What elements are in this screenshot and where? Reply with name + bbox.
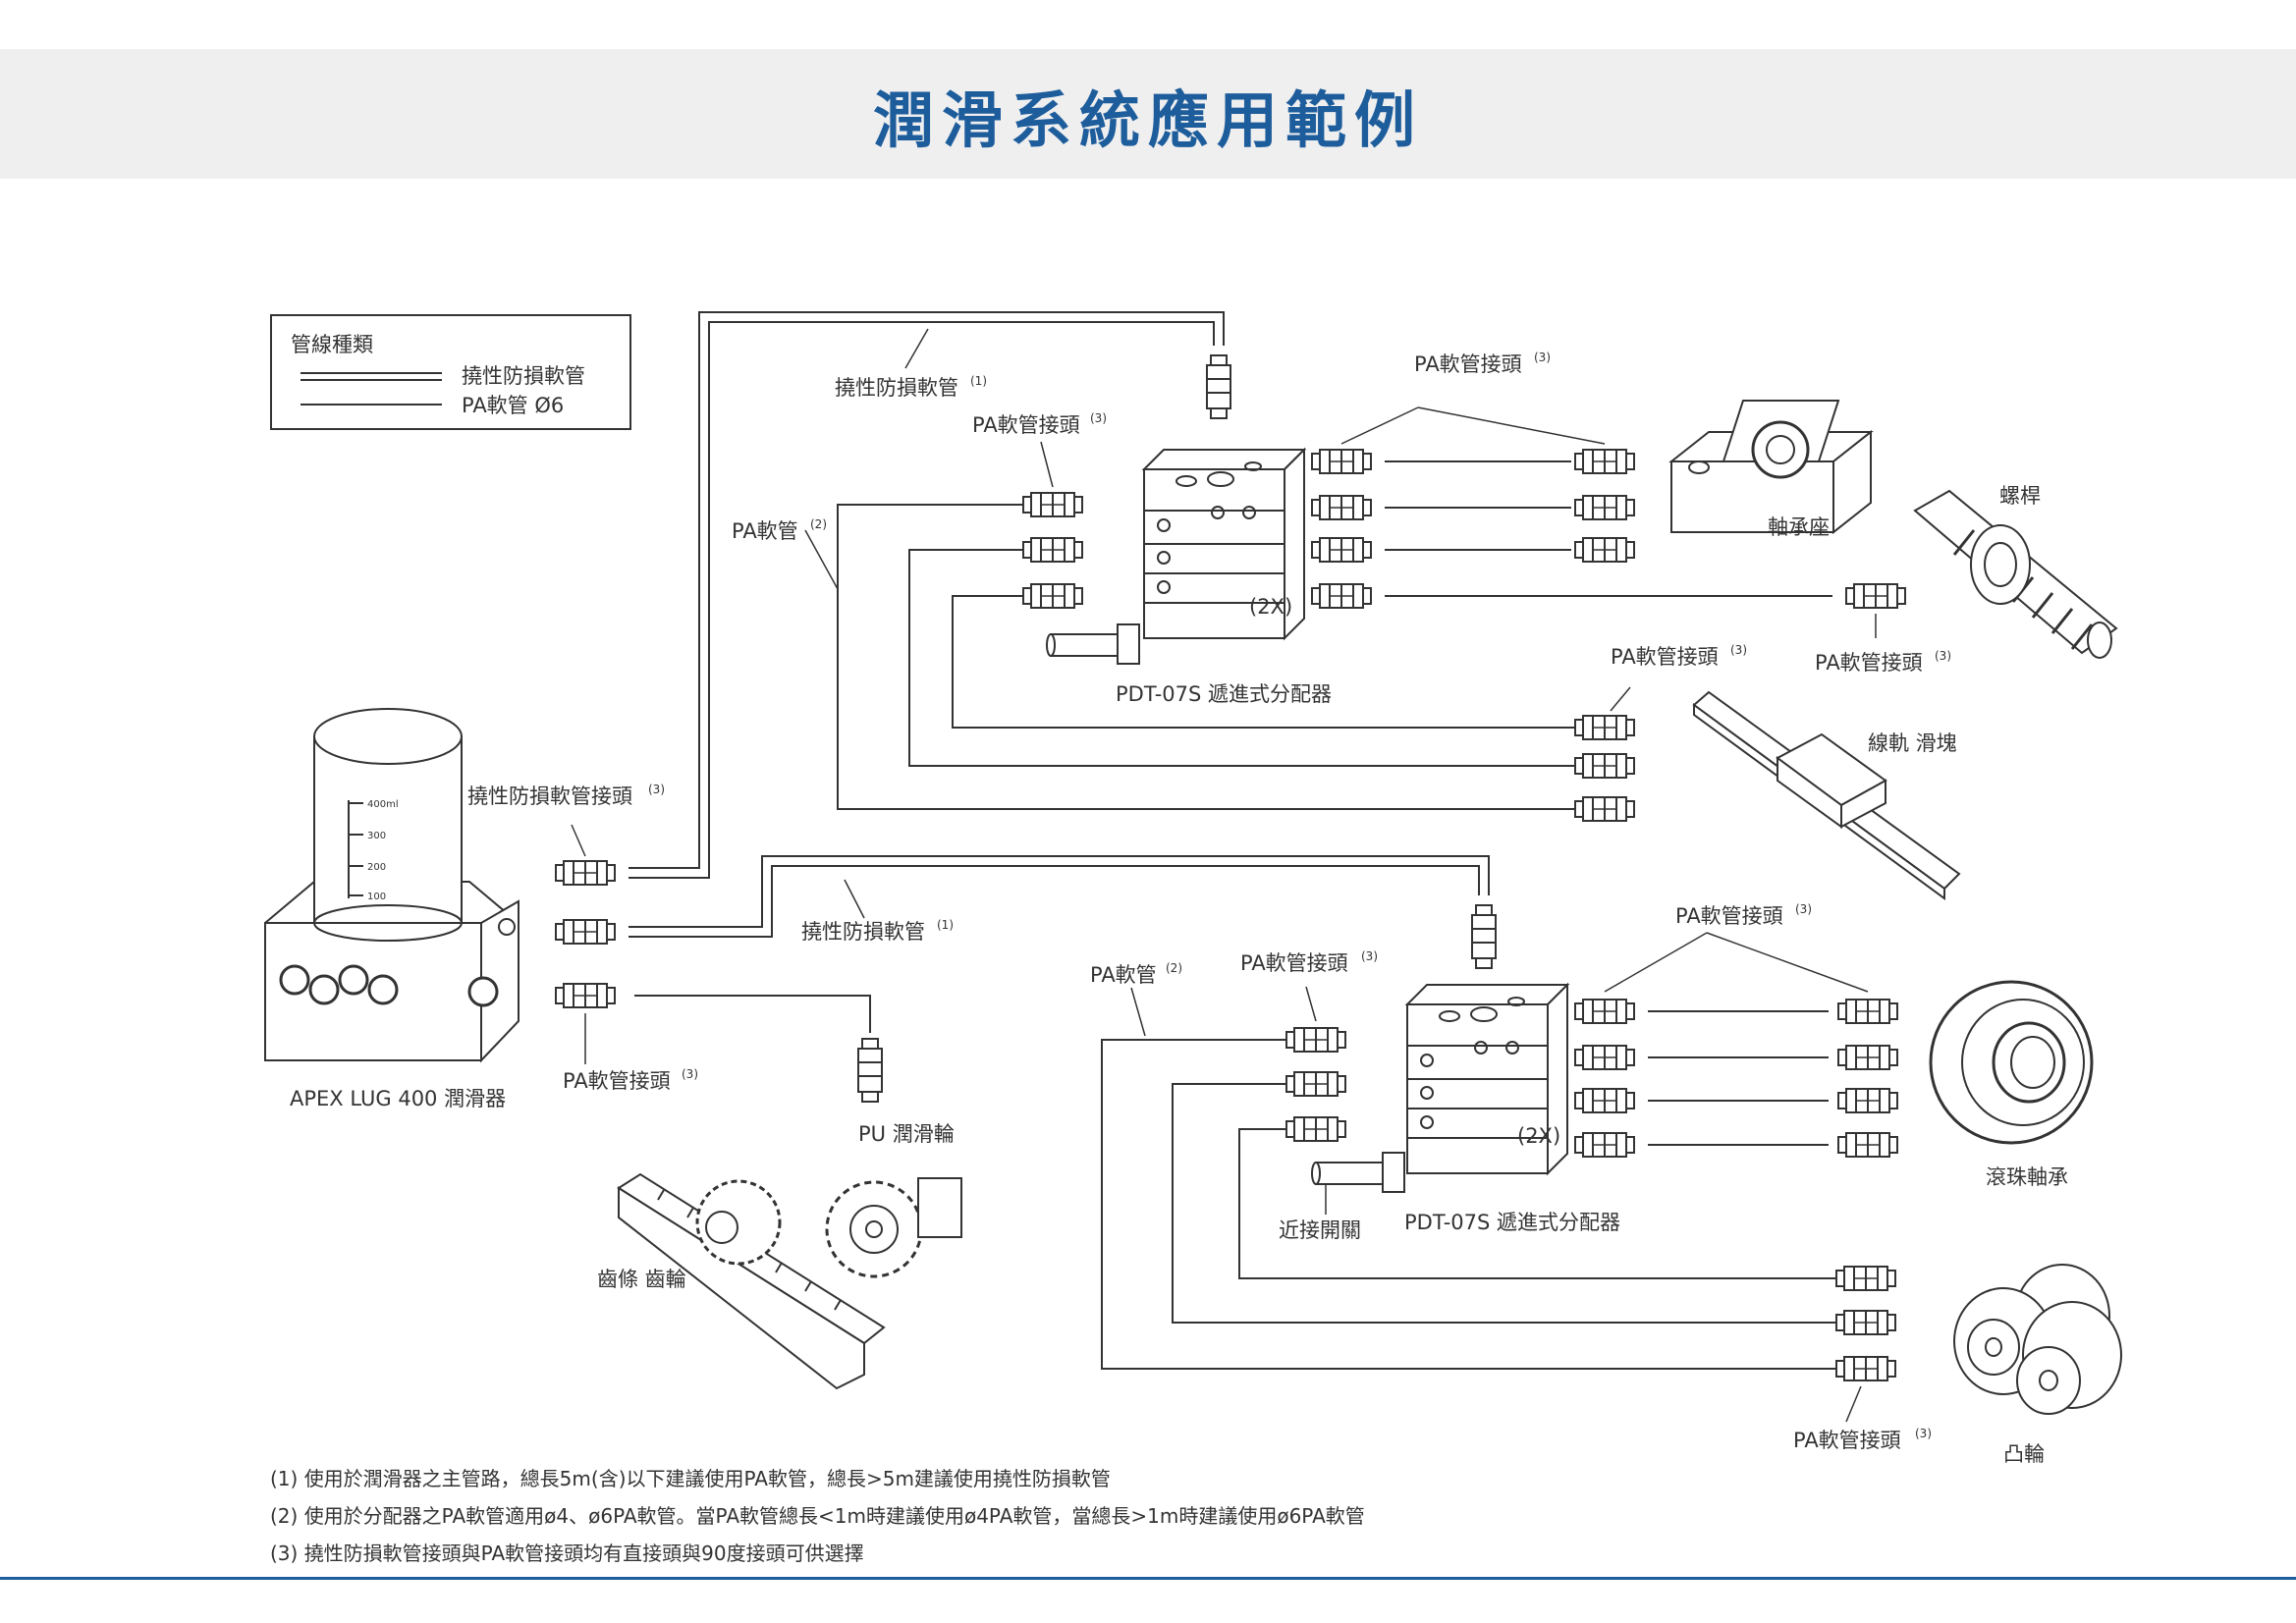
leader-lines	[571, 328, 1877, 1423]
sup-pa-hose-upper: (2)	[810, 517, 827, 531]
label-flex-joint: 撓性防損軟管接頭	[467, 784, 632, 808]
cam-image	[1953, 1264, 2122, 1415]
title-bar	[0, 49, 2296, 179]
label-cam: 凸輪	[2003, 1442, 2045, 1466]
sup-pa-hose-lower: (2)	[1166, 961, 1182, 975]
footnote-3: (3) 撓性防損軟管接頭與PA軟管接頭均有直接頭與90度接頭可供選擇	[270, 1542, 864, 1565]
label-pa-joint-mid: PA軟管接頭	[1611, 645, 1719, 669]
sup-pa-joint-bottom: (3)	[1915, 1427, 1932, 1440]
label-divider-lower: PDT-07S 遞進式分配器	[1404, 1211, 1620, 1234]
tank-scale-400: 400ml	[367, 799, 399, 810]
bearing-block-image	[1668, 400, 1874, 535]
flex-hose-middle	[629, 855, 1490, 938]
label-pa-hose-lower: PA軟管	[1090, 963, 1157, 987]
label-pa-joint-bottom: PA軟管接頭	[1793, 1429, 1901, 1452]
label-pa-joint-lower-left: PA軟管接頭	[1240, 951, 1348, 975]
label-pa-hose-upper: PA軟管	[732, 519, 798, 543]
label-pa-joint-top-right: PA軟管接頭	[1414, 352, 1522, 376]
pu-wheel-fitting	[857, 1038, 883, 1103]
legend-heading: 管線種類	[291, 333, 373, 356]
label-flex-hose-top: 撓性防損軟管	[835, 376, 958, 400]
bottom-rule	[0, 1577, 2296, 1580]
label-pa-joint-pump: PA軟管接頭	[563, 1069, 671, 1093]
label-screw: 螺桿	[1999, 484, 2041, 508]
page-title: 潤滑系統應用範例	[872, 84, 1423, 156]
label-rack-gear: 齒條 齒輪	[597, 1268, 686, 1291]
sup-pa-joint-mid: (3)	[1730, 643, 1747, 657]
legend-single-line-label: PA軟管 Ø6	[462, 394, 564, 417]
tank-scale-300: 300	[367, 831, 386, 841]
label-pa-joint-screw: PA軟管接頭	[1815, 651, 1923, 675]
label-ball-bearing: 滾珠軸承	[1986, 1165, 2068, 1189]
flex-fitting-upper-distributor	[1206, 354, 1231, 419]
flex-hose-upper	[629, 311, 1225, 879]
pa-hose-pu-wheel	[634, 995, 871, 1033]
footnote-1: (1) 使用於潤滑器之主管路，總長5m(含)以下建議使用PA軟管，總長>5m建議…	[270, 1467, 1111, 1490]
upper-distributor-count: (2X)	[1249, 595, 1292, 619]
sup-pa-joint-screw: (3)	[1935, 649, 1951, 663]
label-pu-wheel: PU 潤滑輪	[858, 1122, 955, 1146]
pa-hoses-lower	[1101, 1010, 1838, 1370]
footnote-2: (2) 使用於分配器之PA軟管適用ø4、ø6PA軟管。當PA軟管總長<1m時建議…	[270, 1504, 1365, 1528]
sup-flex-joint: (3)	[648, 783, 665, 796]
label-proximity-switch: 近接開關	[1279, 1218, 1361, 1242]
upper-distributor: (2X)	[1046, 447, 1307, 665]
ball-screw-image	[1913, 489, 2118, 659]
sup-pa-joint-top-right: (3)	[1534, 351, 1551, 364]
pa-hoses-upper	[837, 460, 1832, 810]
tank-scale-100: 100	[367, 892, 386, 902]
label-flex-hose-mid: 撓性防損軟管	[801, 920, 925, 944]
label-bearing-block: 軸承座	[1768, 515, 1830, 539]
sup-pa-joint-lower-left: (3)	[1361, 949, 1378, 963]
lower-distributor-count: (2X)	[1517, 1124, 1560, 1148]
sup-flex-hose-mid: (1)	[937, 918, 954, 932]
sup-pa-joint-pump: (3)	[682, 1067, 698, 1081]
label-pa-joint-lower-right: PA軟管接頭	[1675, 904, 1783, 928]
lubricator-pump: 400ml 300 200 100	[263, 708, 520, 1063]
legend-double-line-label: 撓性防損軟管	[462, 364, 585, 388]
legend: 管線種類 撓性防損軟管 PA軟管 Ø6	[270, 314, 631, 430]
sup-pa-joint-top-left: (3)	[1090, 411, 1107, 425]
label-pump: APEX LUG 400 潤滑器	[290, 1087, 506, 1110]
flex-fitting-lower-distributor	[1471, 904, 1497, 969]
labels: 撓性防損軟管 (1) PA軟管接頭 (3) PA軟管接頭 (3) PA軟管 (2…	[290, 351, 2068, 1466]
label-divider-upper: PDT-07S 遞進式分配器	[1116, 682, 1332, 706]
linear-rail-image	[1692, 690, 1961, 900]
label-pa-joint-top-left: PA軟管接頭	[972, 413, 1080, 437]
tank-scale-200: 200	[367, 862, 386, 873]
rack-gear-image	[617, 1172, 962, 1390]
sup-flex-hose-top: (1)	[970, 374, 987, 388]
lower-distributor: (2X)	[1311, 982, 1570, 1193]
ball-bearing-image	[1929, 980, 2094, 1145]
sup-pa-joint-lower-right: (3)	[1795, 902, 1812, 916]
label-linear-rail: 線軌 滑塊	[1868, 731, 1957, 755]
